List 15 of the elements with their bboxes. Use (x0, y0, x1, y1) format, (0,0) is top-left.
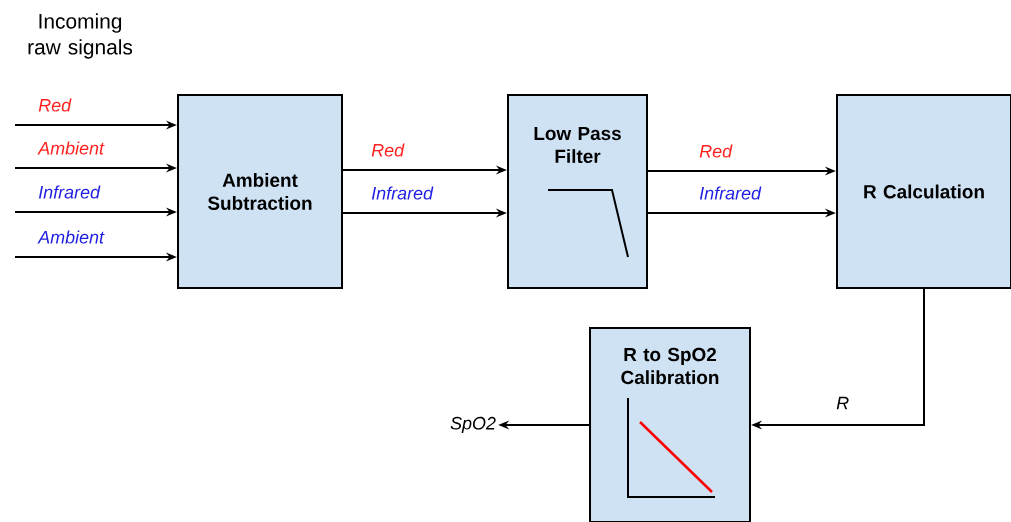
process-box: R to SpO2 Calibration (589, 327, 751, 522)
edge-label: Red (699, 144, 733, 158)
edge-label: Infrared (38, 185, 101, 199)
edge-label: Ambient (37, 141, 105, 155)
heading: Incoming raw signals (28, 13, 133, 59)
output-label: SpO2 (450, 416, 496, 434)
edge-label: Infrared (371, 186, 434, 200)
process-box: R Calculation (836, 94, 1011, 289)
process-box: Ambient Subtraction (177, 94, 343, 289)
edge-label: Ambient (37, 230, 105, 244)
edge-label: R (836, 396, 849, 410)
edge-label: Red (371, 143, 405, 157)
edge-label: Red (38, 98, 72, 112)
process-box: Low Pass Filter (507, 94, 648, 289)
edge-label: Infrared (699, 186, 762, 200)
